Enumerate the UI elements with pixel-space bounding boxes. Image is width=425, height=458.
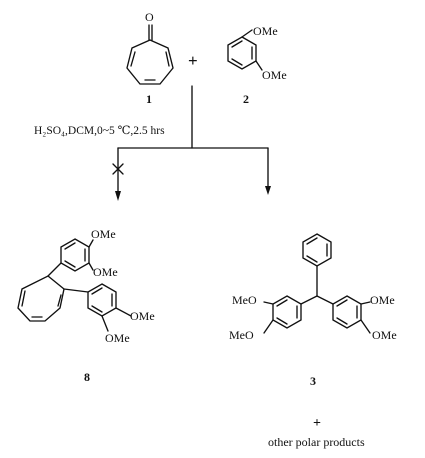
compound-1-label: 1 (146, 92, 152, 106)
compound-8-ome-4: OMe (105, 331, 130, 345)
compound-3-meo-1: MeO (232, 293, 257, 307)
reaction-arrows (112, 85, 271, 201)
other-polar-products: other polar products (268, 435, 365, 449)
blocked-cross-2 (112, 163, 124, 175)
tropone-oxygen-label: O (145, 10, 154, 24)
reactant-plus-sign: + (188, 51, 198, 70)
veratrole-structure (227, 29, 263, 71)
compound-3-structure (263, 233, 371, 334)
compound-3-ome-2: OMe (372, 328, 397, 342)
veratrole-ome-bottom: OMe (262, 68, 287, 82)
compound-3-meo-2: MeO (229, 328, 254, 342)
arrow-head-left (115, 191, 121, 201)
compound-8-ome-2: OMe (93, 265, 118, 279)
compound-8-ome-3: OMe (130, 309, 155, 323)
compound-3-label: 3 (310, 374, 316, 388)
compound-2-label: 2 (243, 92, 249, 106)
compound-8-ome-1: OMe (91, 227, 116, 241)
tropone-structure (126, 24, 174, 85)
byproduct-plus-sign: + (313, 416, 321, 431)
reaction-conditions: H₂SO₄,DCM,0~5 ℃,2.5 hrs (34, 125, 165, 137)
compound-3-ome-1: OMe (370, 293, 395, 307)
arrow-head-right (265, 186, 271, 195)
compound-8-structure (17, 238, 132, 332)
compound-8-label: 8 (84, 370, 90, 384)
veratrole-ome-top: OMe (253, 24, 278, 38)
